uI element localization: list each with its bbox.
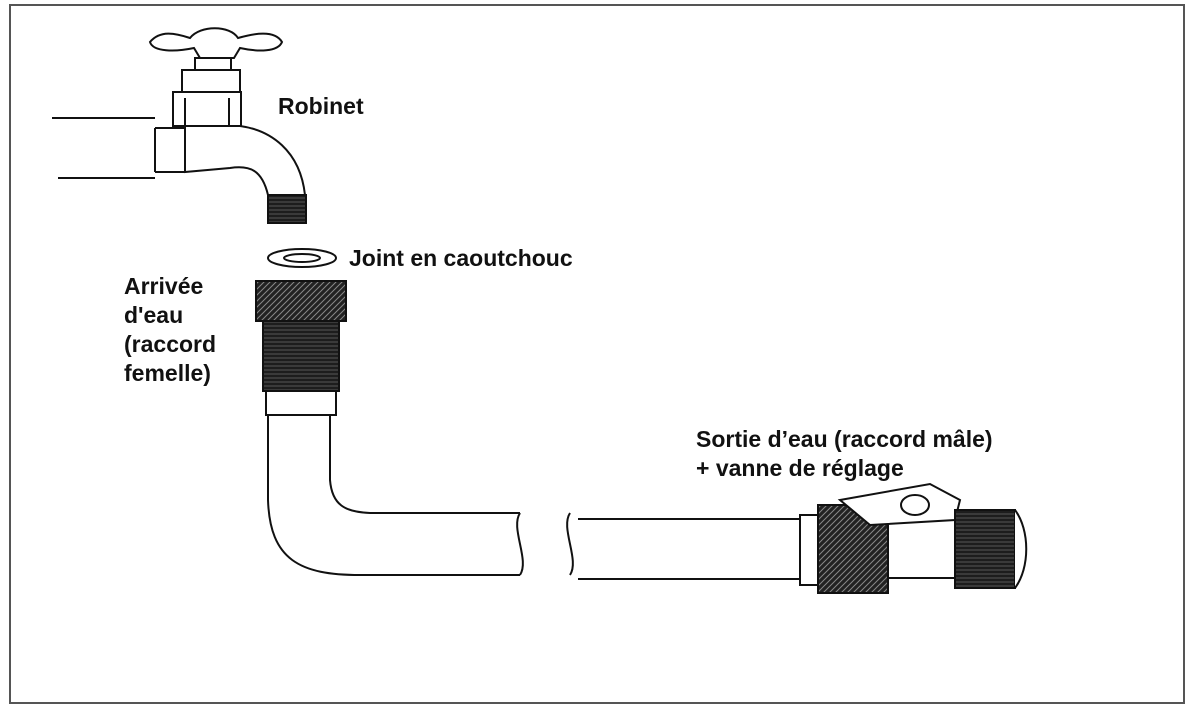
faucet [148, 27, 307, 224]
gasket-label: Joint en caoutchouc [349, 245, 573, 271]
female-coupling [255, 280, 347, 416]
male-coupling-valve [799, 482, 1028, 594]
inlet-label-line: Arrivée [124, 273, 204, 299]
rubber-gasket [267, 248, 337, 268]
faucet-label: Robinet [278, 93, 364, 119]
inlet-label-line: femelle) [124, 360, 211, 386]
outlet-label-line: Sortie d’eau (raccord mâle) [696, 426, 993, 452]
hose [267, 415, 800, 580]
hose-illustration [52, 27, 1028, 594]
inlet-label-line: d'eau [124, 302, 184, 328]
outlet-label-line: + vanne de réglage [696, 455, 904, 481]
inlet-label: Arrivée d'eau (raccord femelle) [124, 272, 216, 388]
wall-pipe [52, 117, 186, 179]
diagram-canvas: Robinet Joint en caoutchouc Arrivée d'ea… [9, 4, 1185, 704]
outlet-label: Sortie d’eau (raccord mâle) + vanne de r… [696, 425, 993, 483]
inlet-label-line: (raccord [124, 331, 217, 357]
